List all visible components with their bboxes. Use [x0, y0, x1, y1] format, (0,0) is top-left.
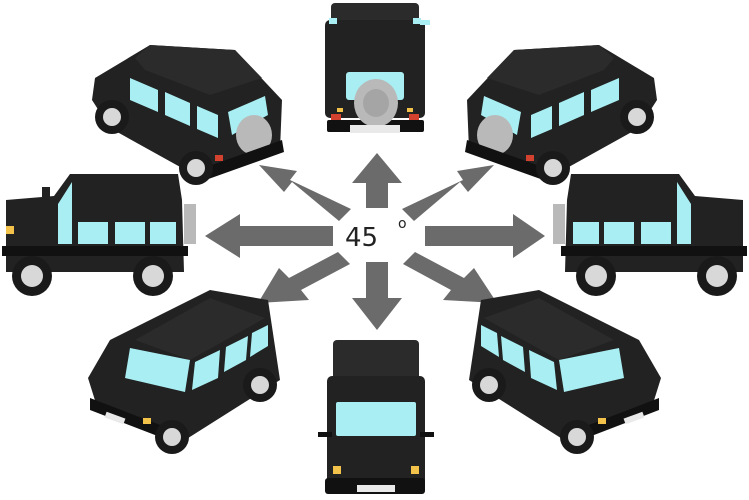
- spare-tire-icon: [477, 115, 513, 155]
- angle-label: 45: [345, 223, 378, 253]
- arrows: [205, 153, 545, 330]
- spare-tire-icon: [236, 115, 272, 155]
- car-rear-view: [325, 3, 430, 133]
- car-front-right-quarter-view: [469, 290, 661, 454]
- arrow-up-right: [402, 165, 494, 221]
- arrow-down: [352, 262, 402, 330]
- car-left-side-view: [2, 174, 196, 296]
- arrow-down-left: [258, 252, 350, 303]
- car-front-left-quarter-view: [88, 290, 280, 454]
- car-right-side-view: [553, 174, 747, 296]
- degree-symbol: o: [398, 216, 407, 232]
- arrow-down-right: [403, 252, 497, 303]
- car-rear-left-quarter-view: [92, 45, 284, 185]
- car-front-view: [318, 340, 434, 494]
- arrow-right: [425, 214, 545, 258]
- arrow-left: [205, 214, 333, 258]
- arrow-up: [352, 153, 402, 208]
- arrow-up-left: [259, 165, 351, 221]
- car-rear-right-quarter-view: [465, 45, 657, 185]
